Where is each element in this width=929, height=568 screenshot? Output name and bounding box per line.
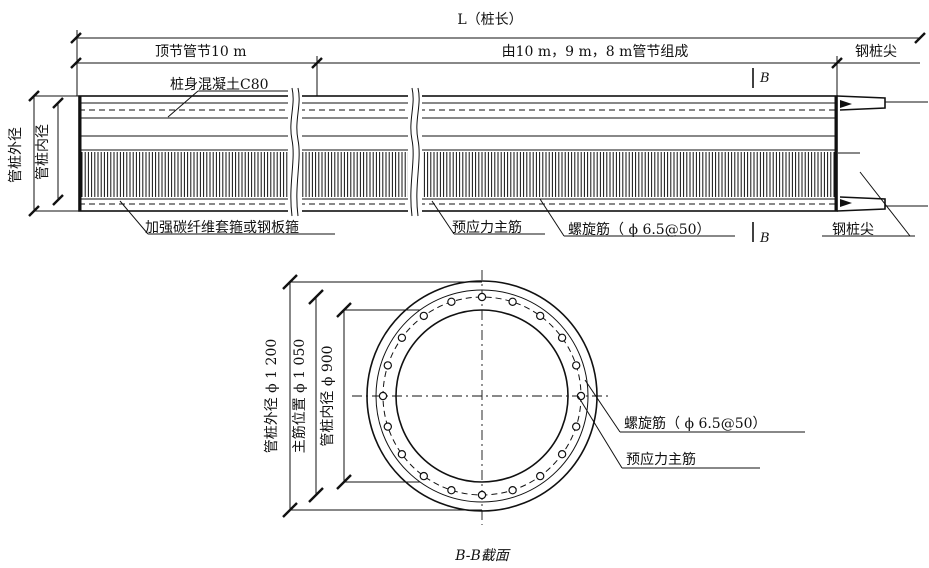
- section-caption: B-B截面: [454, 548, 511, 564]
- spiral-circle: [375, 289, 589, 503]
- rebar-dot: [447, 297, 456, 306]
- hoop-label: 加强碳纤维套箍或钢板箍: [145, 219, 299, 236]
- segments-label: 由10 m，9 m，8 m管节组成: [502, 44, 689, 60]
- inner-circle: [395, 309, 569, 483]
- rebar-dot: [477, 292, 487, 302]
- pile-length-label: L（桩长）: [457, 11, 522, 28]
- rebar-dot: [536, 311, 545, 321]
- rebar-dot: [508, 486, 517, 495]
- rebar-dot: [378, 391, 388, 401]
- break-line-2: [408, 87, 422, 217]
- rebar-dot: [536, 471, 545, 481]
- section-mark-bottom: B: [759, 231, 770, 246]
- pile-body: [78, 95, 838, 212]
- inner-dia-label: 管桩内径: [34, 124, 51, 180]
- rebar-dot: [419, 471, 428, 481]
- rebar-dot: [419, 311, 428, 321]
- rebar-dot: [508, 297, 517, 306]
- rebar-dot: [572, 422, 581, 431]
- section-mark-top: B: [759, 71, 770, 86]
- rebar-dot: [397, 333, 407, 342]
- section-prestress-label: 预应力主筋: [626, 451, 696, 468]
- elevation-view: L（桩长） 顶节管节10 m 由10 m，9 m，8 m管节组成 钢桩尖: [7, 11, 928, 246]
- top-segment-label: 顶节管节10 m: [155, 44, 247, 60]
- section-view: 管桩外径 ϕ 1 200 主筋位置 ϕ 1 050 管桩内径 ϕ 900 螺旋筋…: [263, 270, 805, 564]
- outer-dim-label: 管桩外径 ϕ 1 200: [263, 339, 280, 454]
- rebar-dot: [447, 486, 456, 495]
- concrete-label: 桩身混凝土C80: [170, 76, 269, 93]
- rebar-dot: [572, 361, 581, 370]
- spiral-rebar-hatch: [81, 152, 835, 197]
- outer-circle: [366, 280, 598, 512]
- rebar-dot: [477, 490, 487, 500]
- rebar-dot: [557, 450, 567, 459]
- steel-tip-top-label: 钢桩尖: [855, 43, 897, 60]
- steel-tip: [836, 95, 928, 212]
- outer-dia-label: 管桩外径: [7, 127, 24, 183]
- rebar-dot: [383, 422, 392, 431]
- prestress-label: 预应力主筋: [452, 219, 522, 236]
- rebar-dot: [383, 361, 392, 370]
- steel-tip-bottom-label: 钢桩尖: [832, 221, 874, 238]
- rebar-dot: [397, 450, 407, 459]
- section-spiral-label: 螺旋筋（ ϕ 6.5@50）: [624, 415, 767, 432]
- break-line-1: [288, 87, 302, 217]
- prestress-rebars: [378, 292, 586, 500]
- rebar-dot: [557, 333, 567, 342]
- inner-dim-label: 管桩内径 ϕ 900: [319, 345, 336, 446]
- rebar-dim-label: 主筋位置 ϕ 1 050: [291, 339, 308, 454]
- spiral-label: 螺旋筋（ ϕ 6.5@50）: [568, 221, 711, 238]
